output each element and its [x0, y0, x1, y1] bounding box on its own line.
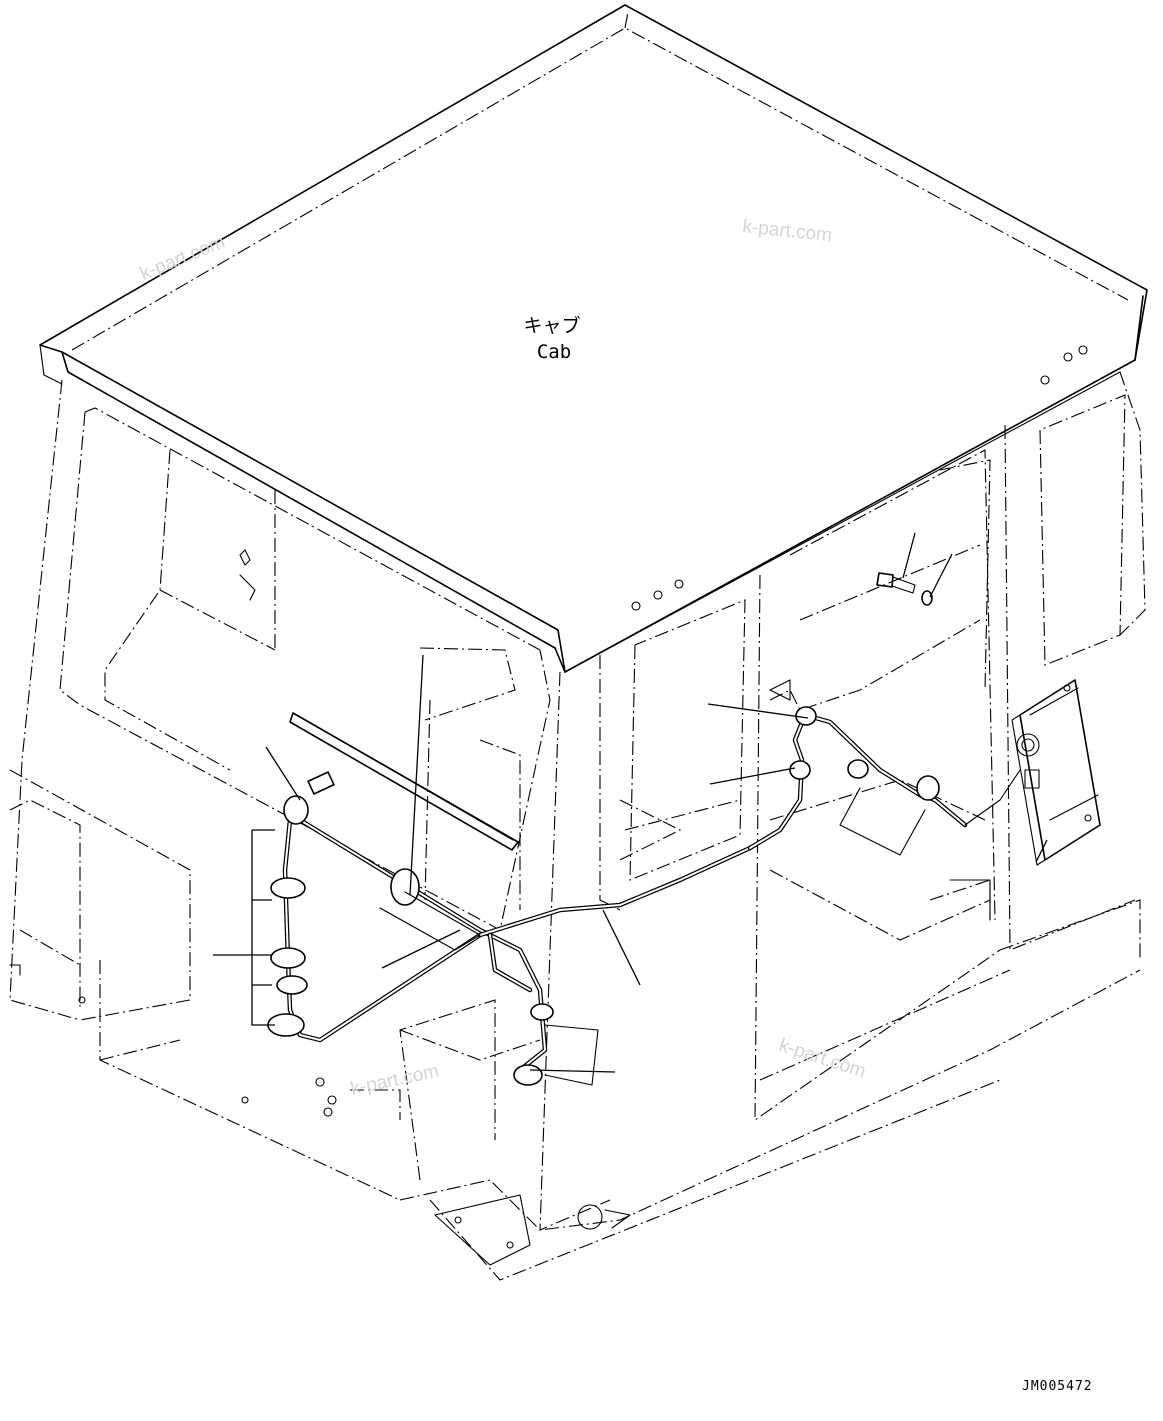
watermark-4: k-part.com: [776, 1035, 868, 1083]
watermark-2: k-part.com: [741, 216, 832, 246]
cab-label-english: Cab: [537, 341, 571, 363]
controller-box: [964, 679, 1101, 866]
bolt-and-washer: [876, 572, 933, 606]
right-wiring-harness: [747, 706, 968, 856]
cab-body: [9, 371, 1146, 1281]
cab-label-japanese: キャブ: [523, 314, 580, 337]
drawing-code: JM005472: [1022, 1379, 1093, 1394]
watermark-1: k-part.com: [137, 232, 228, 285]
trim-strip: [289, 712, 519, 851]
left-wiring-harness: [251, 770, 753, 1086]
cab-roof: [39, 4, 1148, 673]
leader-lines: [213, 532, 1048, 1073]
watermark-3: k-part.com: [349, 1061, 441, 1100]
